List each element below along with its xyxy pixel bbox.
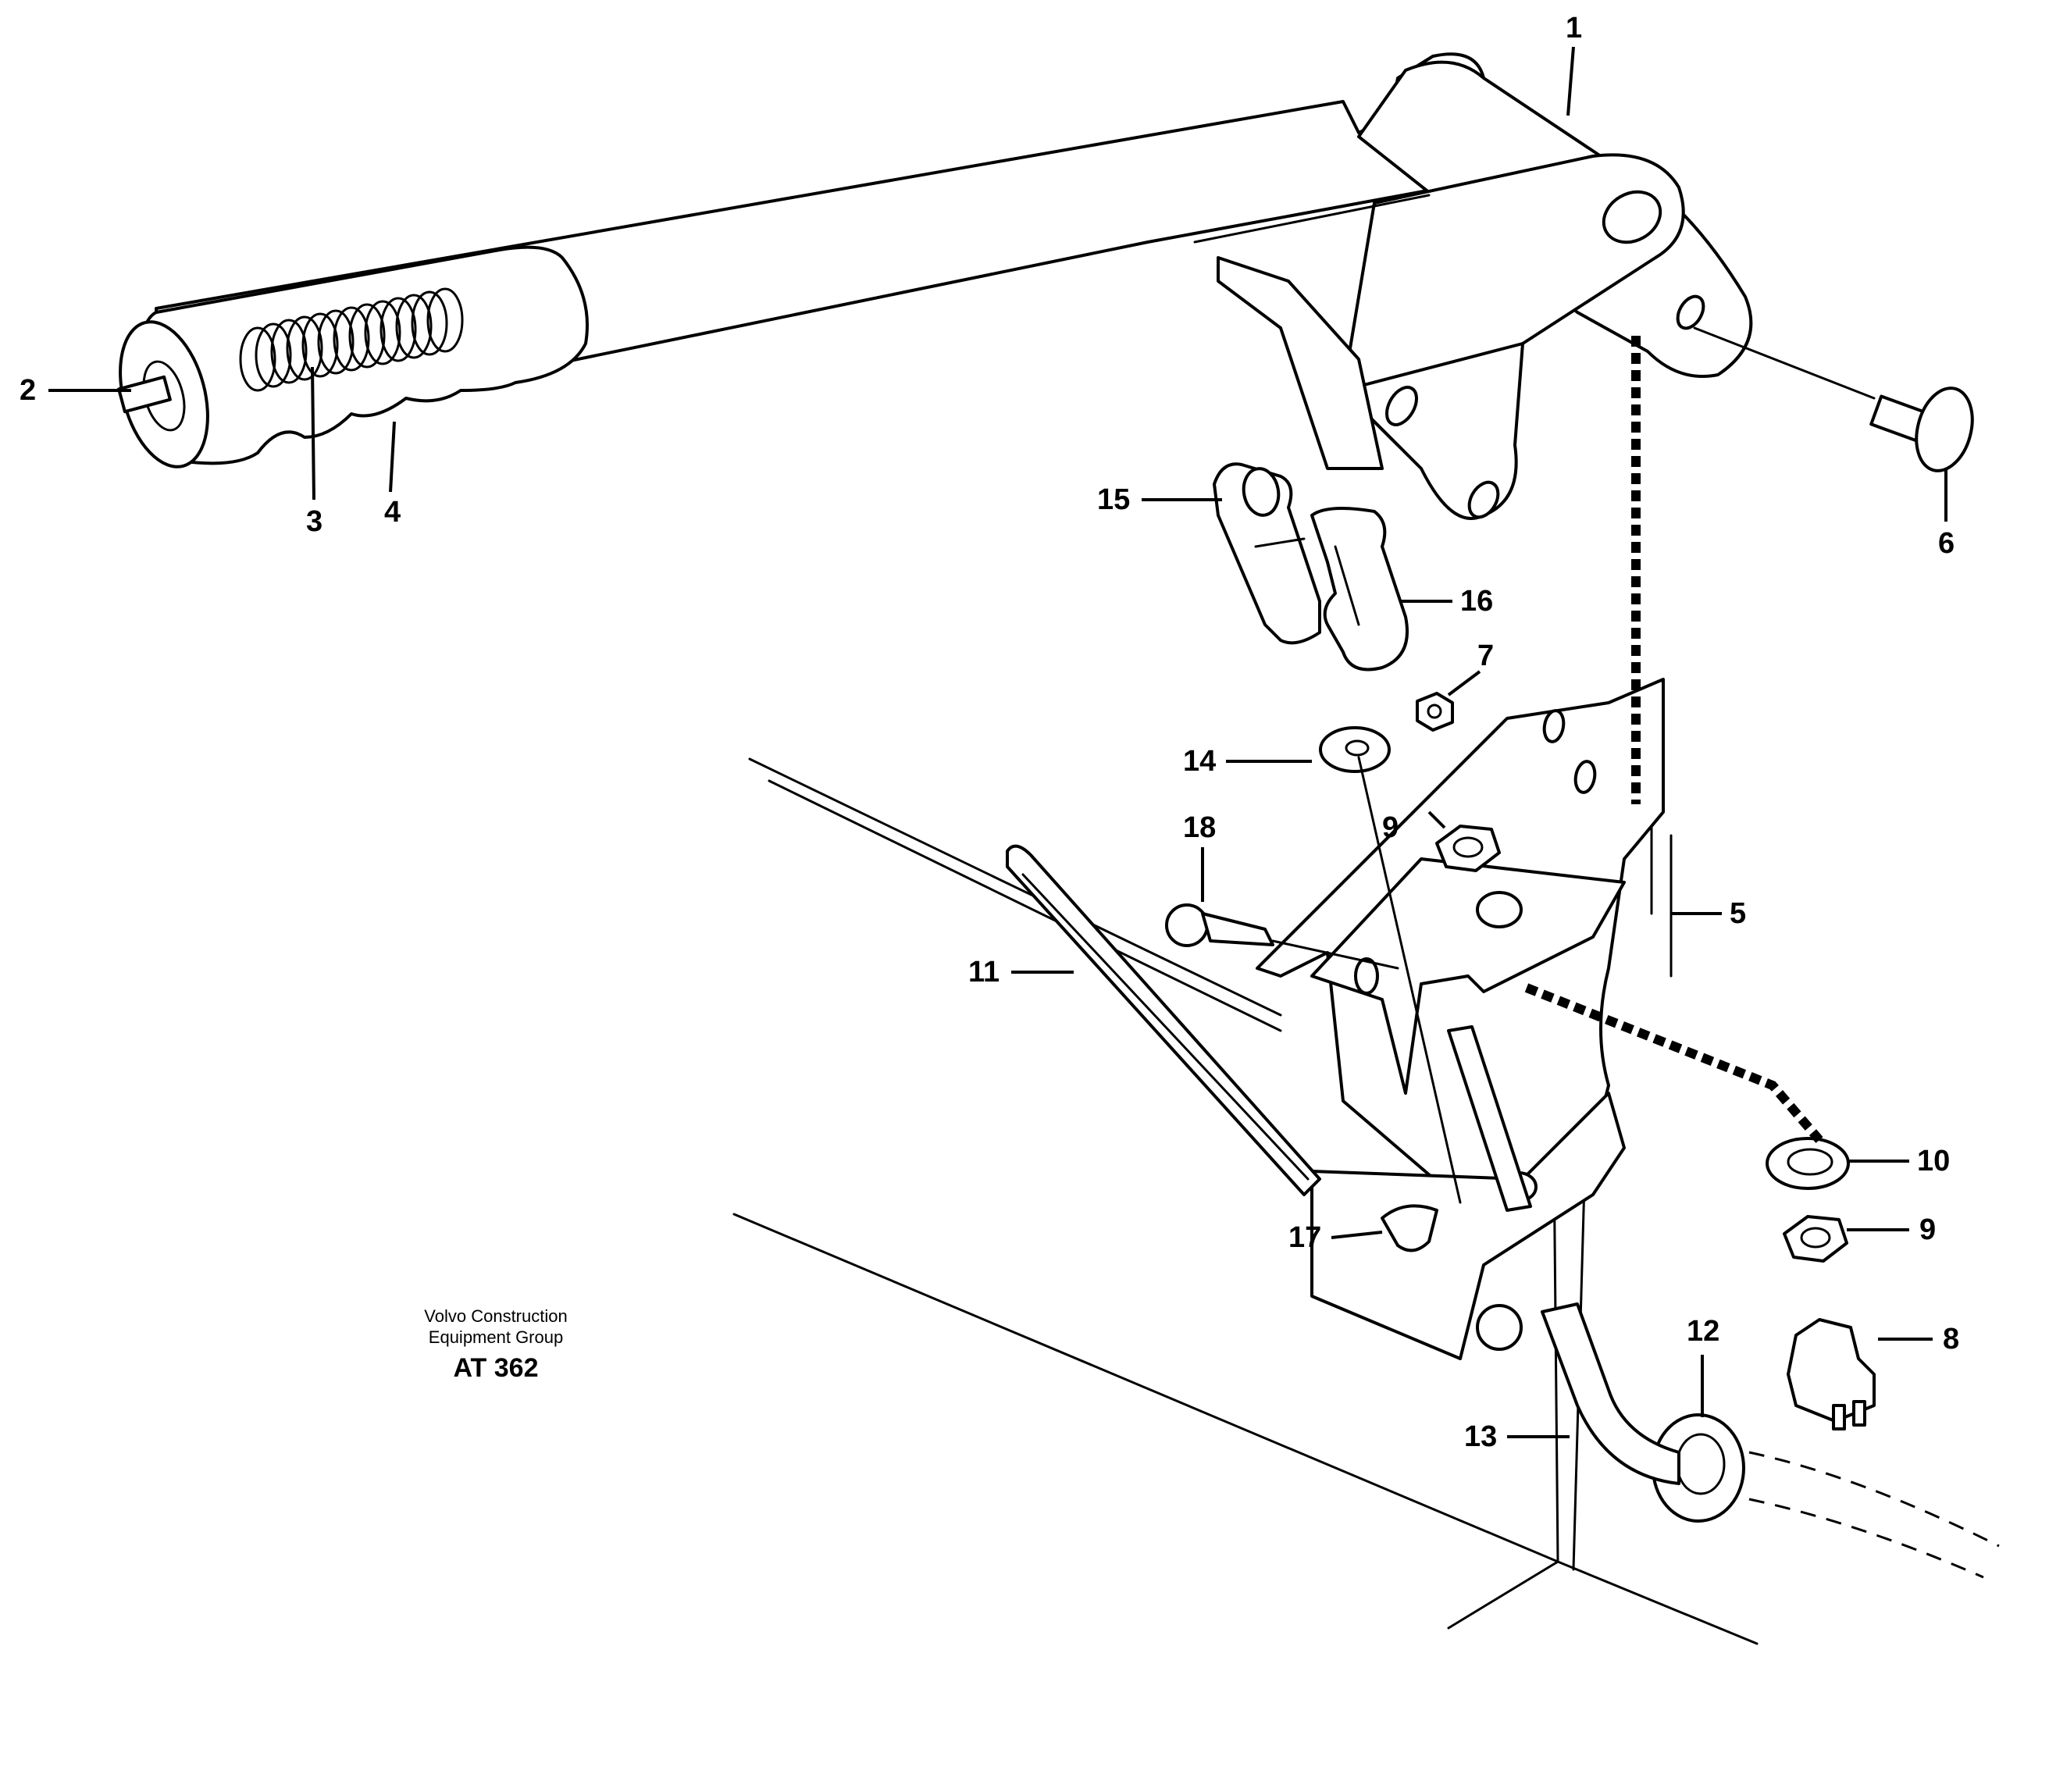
callout-8: 8 [1943,1323,1959,1356]
callout-10: 10 [1917,1145,1950,1177]
callout-1: 1 [1566,12,1582,45]
callout-18: 18 [1183,811,1216,844]
screw-18 [1165,903,1399,970]
pivot-pin [1693,326,1974,472]
brake-switch [1787,1318,1876,1430]
callout-17: 17 [1288,1221,1321,1254]
tooth-washer-10 [1766,1137,1850,1190]
callout-15: 15 [1097,483,1130,516]
callout-14: 14 [1183,745,1216,778]
retaining-clip [1381,1204,1438,1252]
caption-group: Equipment Group [429,1327,563,1347]
callout-2: 2 [20,374,36,407]
callout-13: 13 [1464,1420,1497,1453]
clevis-fork [1213,462,1321,645]
nut-7 [1416,692,1454,732]
callout-5: 5 [1730,897,1746,930]
brake-cable [1476,1302,2000,1579]
callout-11: 11 [968,956,1000,989]
nut-9-upper [1435,825,1501,872]
assembly-dashes [1524,336,1823,1143]
callout-9-lower: 9 [1919,1213,1936,1246]
callout-4: 4 [384,496,401,529]
diagram-caption: Volvo Construction Equipment Group AT 36… [424,1306,567,1383]
callout-16: 16 [1460,585,1493,618]
callout-labels: 1 2 3 4 15 16 6 7 14 9 18 5 11 10 9 17 1… [20,12,1959,1453]
grip-spring [239,287,464,392]
leader-lines [48,46,1947,1438]
washer-14 [1319,726,1391,773]
rubber-strip [1006,844,1321,1196]
mounting-bracket [1256,678,1673,1360]
callout-7: 7 [1477,639,1494,672]
caption-code: AT 362 [454,1353,539,1383]
callout-3: 3 [306,505,322,538]
caption-company: Volvo Construction [424,1306,567,1326]
lever-grip [117,245,589,468]
callout-9-upper: 9 [1382,811,1399,844]
threaded-rod [1357,756,1532,1212]
callout-6: 6 [1938,527,1955,560]
spring-clip [1310,507,1409,672]
nut-9-lower [1783,1215,1848,1263]
callout-12: 12 [1687,1315,1719,1348]
